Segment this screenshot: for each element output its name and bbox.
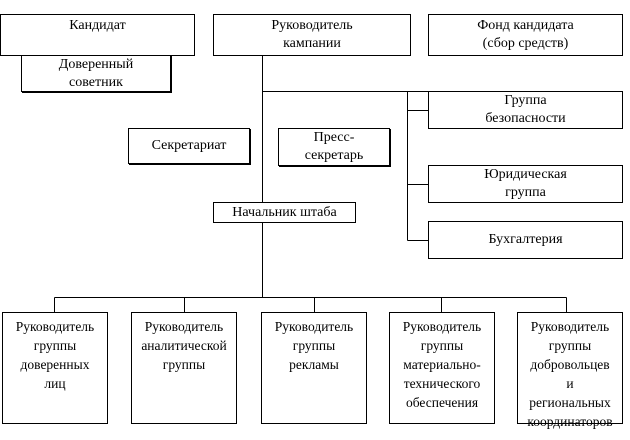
box-candidate: Кандидат: [0, 14, 195, 56]
box-head-trusted-persons-label: Руководитель группы доверенных лиц: [15, 319, 95, 391]
box-candidate-label: Кандидат: [69, 18, 126, 33]
box-accounting: Бухгалтерия: [428, 221, 623, 259]
box-head-advertising: Руководитель группы рекламы: [261, 312, 367, 424]
box-candidate-fund: Фонд кандидата (сбор средств): [428, 14, 623, 56]
box-head-analytics-label: Руководитель аналитической группы: [141, 319, 227, 372]
box-chief-of-staff-label: Начальник штаба: [232, 204, 337, 220]
box-head-analytics: Руководитель аналитической группы: [131, 312, 237, 424]
box-head-volunteers: Руководитель группы добровольцев и регио…: [517, 312, 623, 429]
box-secretariat: Секретариат: [128, 128, 250, 164]
box-trusted-advisor: Доверенный советник: [21, 55, 171, 92]
box-accounting-label: Бухгалтерия: [488, 232, 563, 247]
box-security-group: Группа безопасности: [428, 91, 623, 129]
box-head-volunteers-label: Руководитель группы добровольцев и регио…: [527, 319, 613, 429]
box-legal-group-label: Юридическая группа: [484, 167, 567, 200]
box-head-advertising-label: Руководитель группы рекламы: [274, 319, 354, 372]
box-legal-group: Юридическая группа: [428, 165, 623, 203]
box-head-logistics-label: Руководитель группы материально- техниче…: [402, 319, 482, 410]
box-secretariat-label: Секретариат: [151, 138, 227, 153]
box-candidate-fund-label: Фонд кандидата (сбор средств): [477, 18, 574, 51]
box-trusted-advisor-label: Доверенный советник: [58, 56, 134, 90]
box-press-secretary-label: Пресс- секретарь: [304, 130, 364, 163]
box-campaign-manager: Руководитель кампании: [213, 14, 411, 56]
box-chief-of-staff: Начальник штаба: [213, 202, 356, 223]
box-campaign-manager-label: Руководитель кампании: [271, 18, 353, 51]
box-security-group-label: Группа безопасности: [485, 93, 566, 126]
box-press-secretary: Пресс- секретарь: [278, 128, 390, 166]
box-head-logistics: Руководитель группы материально- техниче…: [389, 312, 495, 424]
box-head-trusted-persons: Руководитель группы доверенных лиц: [2, 312, 108, 424]
